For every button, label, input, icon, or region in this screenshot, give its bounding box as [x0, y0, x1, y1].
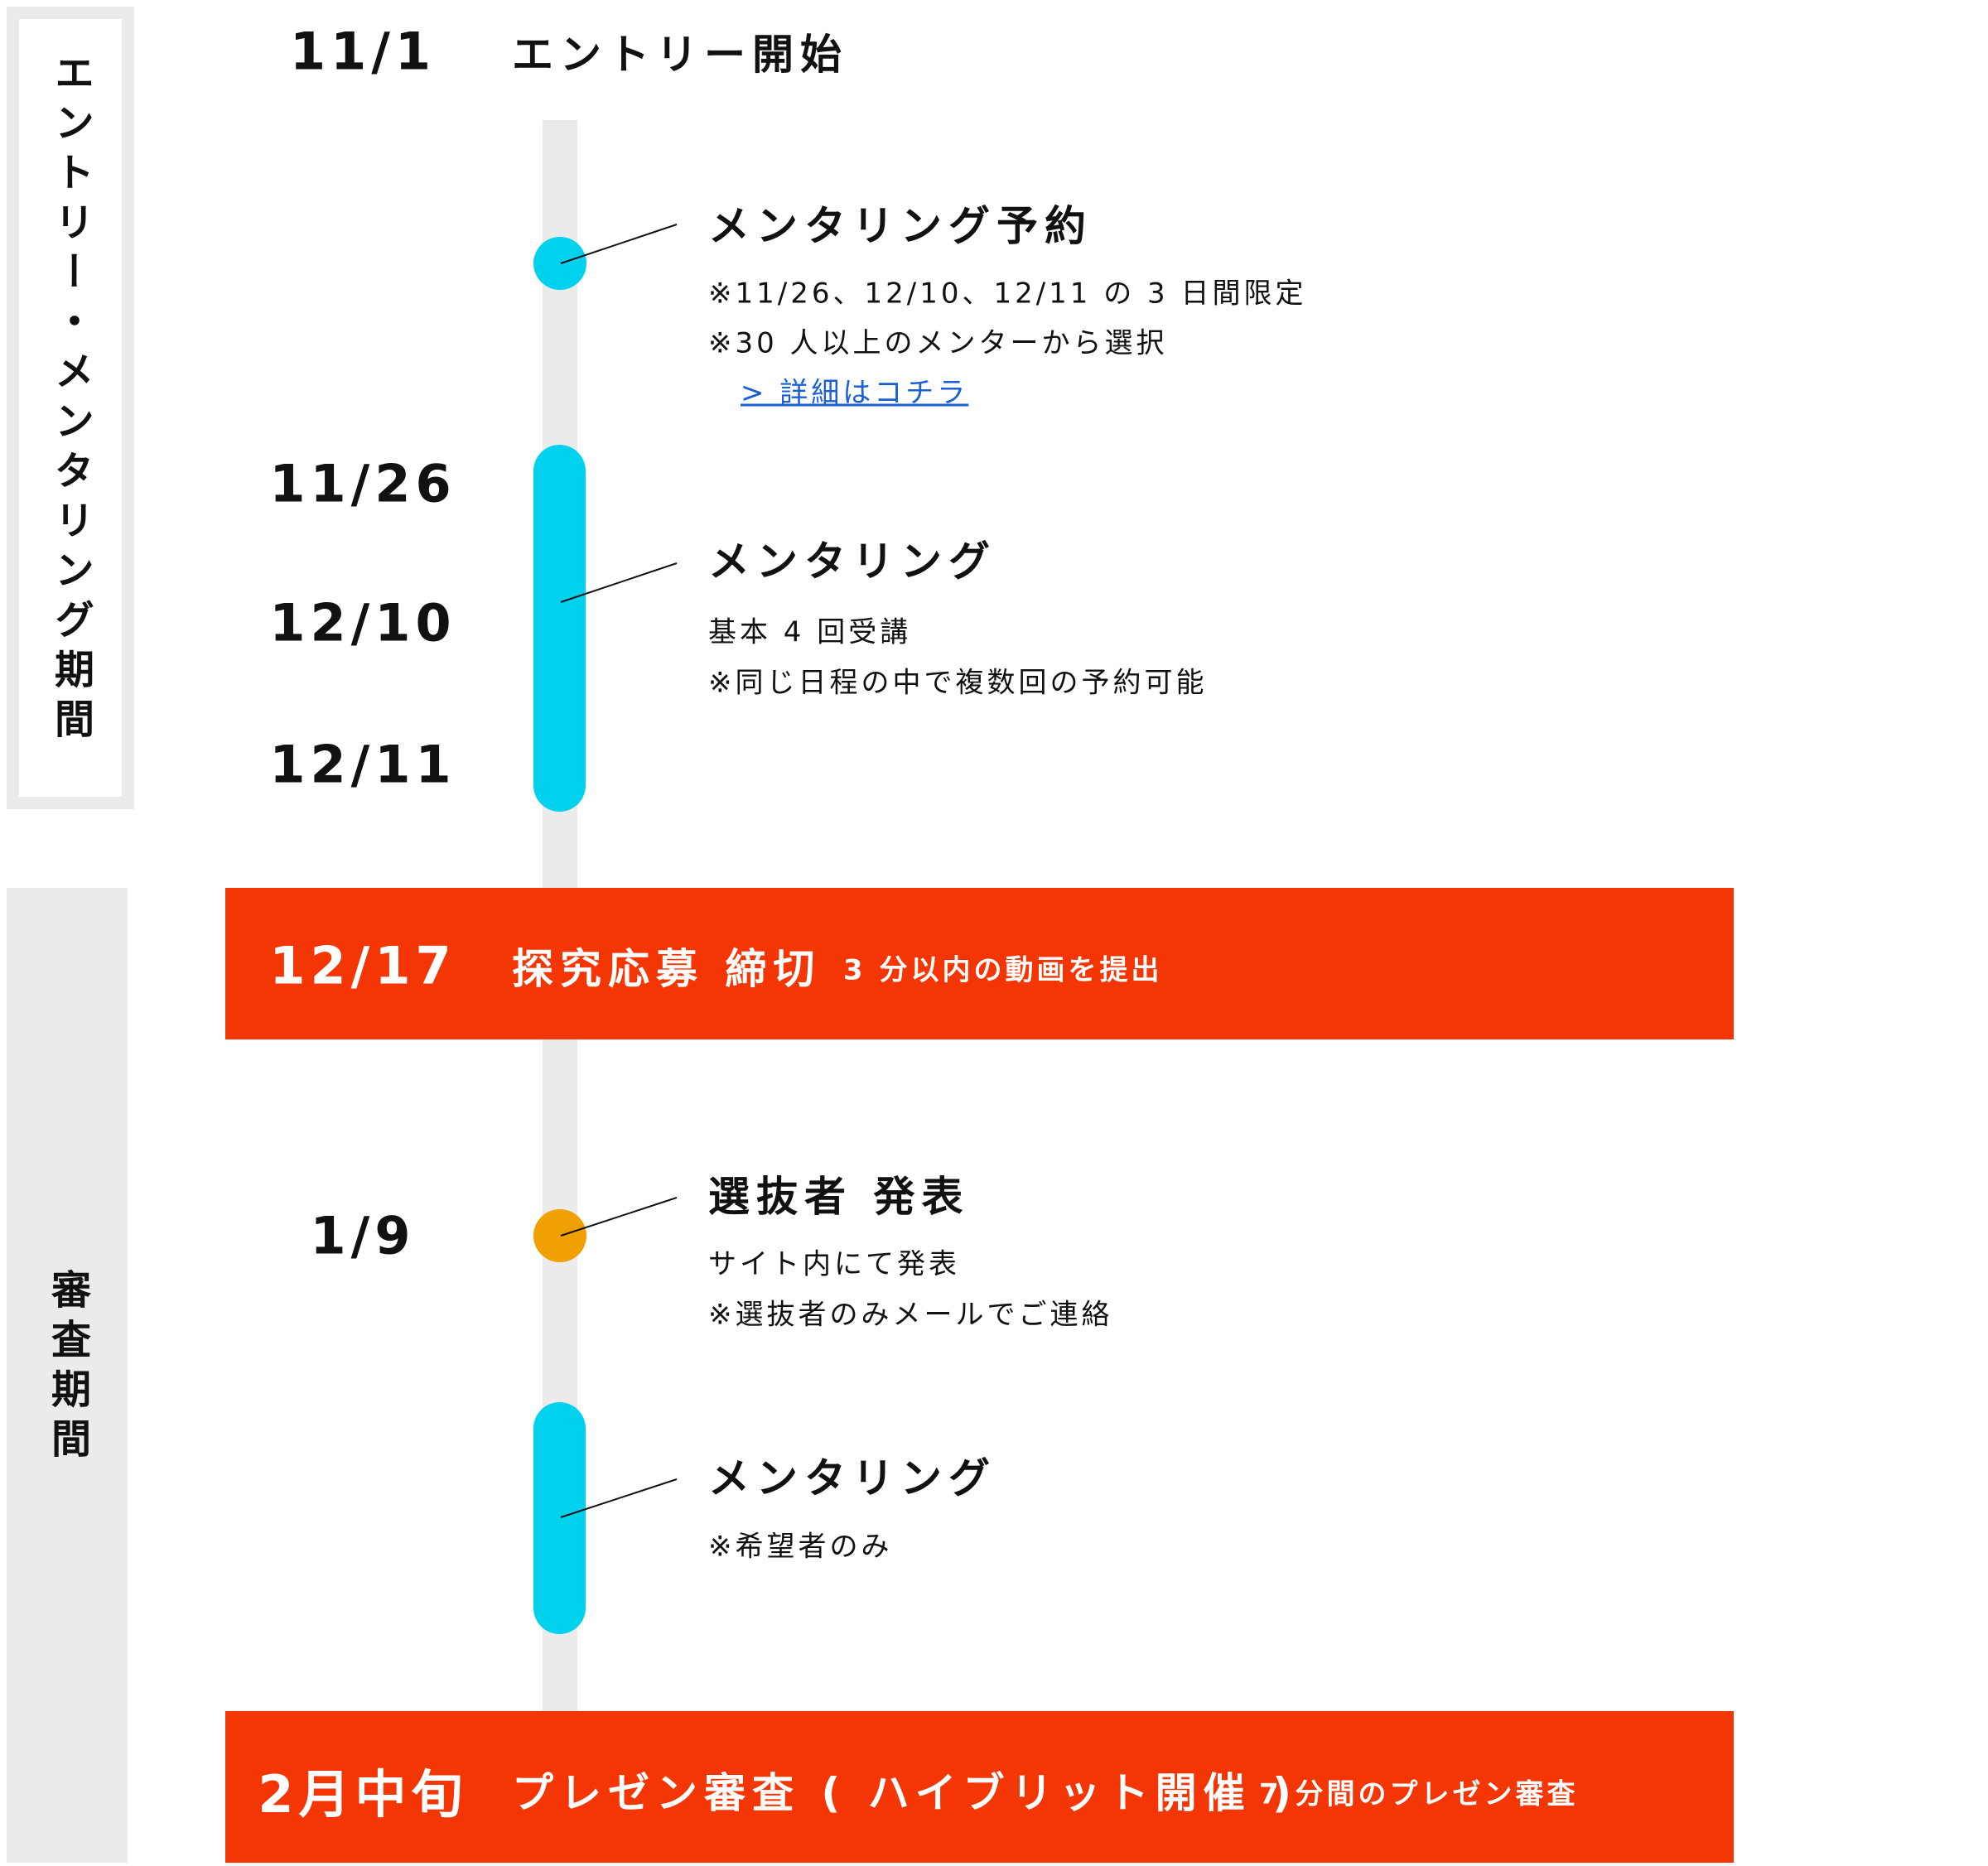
date-deadline: 12/17 — [269, 935, 456, 996]
review-period-box: 審査期間 — [7, 888, 128, 1863]
entry-period-label: エントリー・メンタリング期間 — [47, 52, 94, 748]
mentoring-period-marker — [533, 445, 586, 812]
announcement-title: 選抜者 発表 — [708, 1173, 970, 1221]
reservation-note: ※11/26、12/10、12/11 の 3 日間限定 — [708, 277, 1307, 311]
announcement-note: ※選抜者のみメールでご連絡 — [708, 1298, 1113, 1332]
presentation-note: 7 分間のプレゼン審査 — [1259, 1777, 1579, 1811]
optional-mentoring-note: ※希望者のみ — [708, 1530, 893, 1564]
reservation-marker — [533, 237, 586, 290]
connector-line — [560, 1478, 678, 1518]
presentation-title: プレゼン審査 ( ハイブリット開催 ) — [512, 1769, 1298, 1817]
date-announcement: 1/9 — [310, 1205, 416, 1266]
deadline-note: 3 分以内の動画を提出 — [843, 953, 1163, 987]
date-mentoring: 12/10 — [269, 592, 456, 653]
details-link[interactable]: > 詳細はコチラ — [741, 376, 969, 410]
mentoring-note: 基本 4 回受講 — [708, 615, 912, 649]
mentoring-note: ※同じ日程の中で複数回の予約可能 — [708, 666, 1208, 700]
review-period-label: 審査期間 — [44, 1269, 90, 1468]
date-mentoring: 12/11 — [269, 734, 456, 795]
connector-line — [560, 224, 678, 264]
date-mentoring: 11/26 — [269, 453, 456, 514]
deadline-banner — [225, 888, 1734, 1039]
connector-line — [560, 562, 678, 603]
optional-mentoring-marker — [533, 1402, 586, 1634]
optional-mentoring-title: メンタリング — [708, 1454, 996, 1502]
date-entry-start: 11/1 — [289, 21, 437, 82]
announcement-marker — [533, 1209, 586, 1262]
deadline-title: 探究応募 締切 — [512, 945, 822, 993]
entry-start-title: エントリー開始 — [512, 31, 848, 79]
announcement-note: サイト内にて発表 — [708, 1247, 960, 1281]
mentoring-title: メンタリング — [708, 538, 996, 586]
date-presentation: 2月中旬 — [258, 1764, 468, 1825]
reservation-title: メンタリング予約 — [708, 202, 1093, 250]
connector-line — [560, 1197, 678, 1237]
reservation-note: ※30 人以上のメンターから選択 — [708, 326, 1168, 360]
presentation-banner — [225, 1711, 1734, 1863]
entry-period-box: エントリー・メンタリング期間 — [7, 7, 134, 809]
